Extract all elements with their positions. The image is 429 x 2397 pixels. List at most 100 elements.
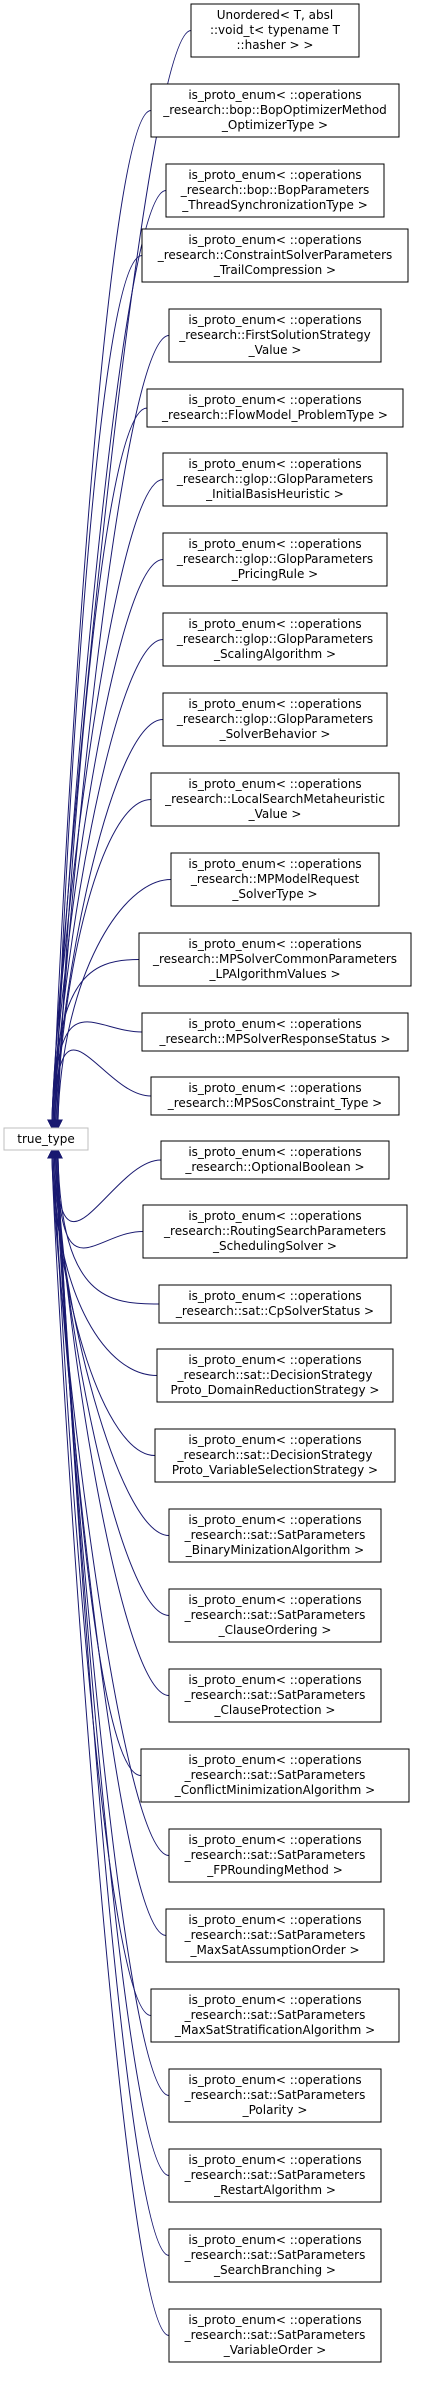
inheritance-edge bbox=[53, 1157, 152, 2016]
class-node-label-line: is_proto_enum< ::operations bbox=[188, 1017, 361, 1031]
class-node-label-line: _research::sat::SatParameters bbox=[184, 1848, 366, 1862]
class-node-label-line: is_proto_enum< ::operations bbox=[188, 617, 361, 631]
inheritance-edge bbox=[56, 1157, 144, 1249]
class-node-label-line: _research::sat::SatParameters bbox=[184, 2248, 366, 2262]
class-node[interactable]: is_proto_enum< ::operations_research::Ro… bbox=[142, 1204, 408, 1259]
class-node[interactable]: is_proto_enum< ::operations_research::sa… bbox=[158, 1284, 392, 1324]
class-node[interactable]: is_proto_enum< ::operations_research::sa… bbox=[168, 1588, 382, 1643]
class-node[interactable]: Unordered< T, absl::void_t< typename T::… bbox=[190, 3, 360, 58]
class-node[interactable]: is_proto_enum< ::operations_research::sa… bbox=[165, 1908, 385, 1963]
class-node-label-line: _research::sat::SatParameters bbox=[184, 2168, 366, 2182]
class-node-label-line: ::void_t< typename T bbox=[210, 23, 341, 37]
class-node-label-line: is_proto_enum< ::operations bbox=[188, 1433, 361, 1447]
class-node-box bbox=[150, 1076, 400, 1116]
class-node-label-line: _VariableOrder > bbox=[223, 2343, 327, 2357]
class-node[interactable]: is_proto_enum< ::operations_research::sa… bbox=[140, 1748, 410, 1803]
class-node[interactable]: is_proto_enum< ::operations_research::sa… bbox=[168, 1508, 382, 1563]
class-node[interactable]: is_proto_enum< ::operations_research::sa… bbox=[150, 1988, 400, 2043]
class-node-label-line: _research::glop::GlopParameters bbox=[176, 552, 373, 566]
class-node[interactable]: is_proto_enum< ::operations_research::MP… bbox=[138, 932, 412, 987]
inheritance-edge bbox=[56, 799, 152, 1121]
class-node[interactable]: is_proto_enum< ::operations_research::sa… bbox=[168, 1668, 382, 1723]
class-node[interactable]: is_proto_enum< ::operations_research::sa… bbox=[168, 1828, 382, 1883]
class-node-label-line: _research::sat::SatParameters bbox=[184, 1608, 366, 1622]
inheritance-edge bbox=[55, 1157, 170, 2096]
class-node-box bbox=[146, 388, 404, 428]
class-node-label-line: _research::sat::SatParameters bbox=[184, 2328, 366, 2342]
class-node-label-line: _ConflictMinimizationAlgorithm > bbox=[174, 1783, 375, 1797]
class-node[interactable]: is_proto_enum< ::operations_research::gl… bbox=[162, 612, 388, 667]
class-node-label-line: is_proto_enum< ::operations bbox=[188, 1833, 361, 1847]
class-node-label-line: _research::bop::BopOptimizerMethod bbox=[162, 103, 387, 117]
inheritance-edge bbox=[53, 1049, 152, 1121]
inheritance-edge bbox=[52, 110, 152, 1121]
class-node-label-line: is_proto_enum< ::operations bbox=[188, 697, 361, 711]
class-node-box bbox=[165, 1908, 385, 1963]
class-node-label-line: _BinaryMinizationAlgorithm > bbox=[185, 1543, 364, 1557]
class-node-label-line: is_proto_enum< ::operations bbox=[188, 777, 361, 791]
class-node-label-line: is_proto_enum< ::operations bbox=[188, 233, 361, 247]
class-node[interactable]: is_proto_enum< ::operations_research::sa… bbox=[168, 2308, 382, 2363]
inheritance-edge bbox=[52, 1021, 143, 1121]
class-node-label-line: _research::ConstraintSolverParameters bbox=[157, 248, 393, 262]
class-node-label-line: is_proto_enum< ::operations bbox=[188, 1913, 361, 1927]
class-node-box bbox=[141, 1012, 409, 1052]
inheritance-edge bbox=[53, 639, 164, 1121]
class-node[interactable]: is_proto_enum< ::operations_research::gl… bbox=[162, 452, 388, 507]
class-node-label-line: _research::RoutingSearchParameters bbox=[163, 1224, 386, 1238]
class-node[interactable]: is_proto_enum< ::operations_research::gl… bbox=[162, 692, 388, 747]
class-node[interactable]: is_proto_enum< ::operations_research::sa… bbox=[154, 1428, 396, 1483]
class-node[interactable]: is_proto_enum< ::operations_research::sa… bbox=[168, 2068, 382, 2123]
class-node-label-line: is_proto_enum< ::operations bbox=[188, 1353, 361, 1367]
class-node-label-line: is_proto_enum< ::operations bbox=[188, 2073, 361, 2087]
inheritance-edge bbox=[51, 959, 140, 1121]
class-node[interactable]: is_proto_enum< ::operations_research::Op… bbox=[160, 1140, 390, 1180]
inheritance-edge bbox=[51, 1157, 170, 2336]
class-node-box bbox=[150, 772, 400, 827]
class-node[interactable]: is_proto_enum< ::operations_research::MP… bbox=[141, 1012, 409, 1052]
class-node-box bbox=[168, 2308, 382, 2363]
class-node[interactable]: is_proto_enum< ::operations_research::bo… bbox=[150, 83, 400, 138]
root-node[interactable]: true_type bbox=[3, 1127, 89, 1151]
class-node-label-line: _research::glop::GlopParameters bbox=[176, 472, 373, 486]
class-node-box bbox=[141, 228, 409, 283]
class-node-box bbox=[168, 2068, 382, 2123]
class-node[interactable]: is_proto_enum< ::operations_research::Lo… bbox=[150, 772, 400, 827]
class-node-box bbox=[158, 1284, 392, 1324]
class-node[interactable]: is_proto_enum< ::operations_research::MP… bbox=[170, 852, 380, 907]
class-node[interactable]: is_proto_enum< ::operations_research::sa… bbox=[156, 1348, 394, 1403]
class-node-label-line: ::hasher > > bbox=[237, 38, 314, 52]
class-node[interactable]: is_proto_enum< ::operations_research::MP… bbox=[150, 1076, 400, 1116]
class-node-label-line: _LPAlgorithmValues > bbox=[209, 967, 341, 981]
class-node-label-line: Proto_DomainReductionStrategy > bbox=[171, 1383, 380, 1397]
class-node-label-line: is_proto_enum< ::operations bbox=[188, 2233, 361, 2247]
class-node-label-line: _ClauseOrdering > bbox=[218, 1623, 332, 1637]
inheritance-edge bbox=[56, 1157, 170, 1696]
class-node-box bbox=[162, 532, 388, 587]
class-node[interactable]: is_proto_enum< ::operations_research::Fi… bbox=[168, 308, 382, 363]
class-node-label-line: _research::sat::SatParameters bbox=[184, 1528, 366, 1542]
class-node-label-line: is_proto_enum< ::operations bbox=[188, 1209, 361, 1223]
class-node[interactable]: is_proto_enum< ::operations_research::Co… bbox=[141, 228, 409, 283]
class-node-label-line: _RestartAlgorithm > bbox=[213, 2183, 336, 2197]
class-node[interactable]: is_proto_enum< ::operations_research::sa… bbox=[168, 2228, 382, 2283]
class-node-box bbox=[168, 2228, 382, 2283]
class-node-label-line: is_proto_enum< ::operations bbox=[188, 1753, 361, 1767]
inheritance-edge bbox=[51, 479, 164, 1121]
class-node-label-line: _research::sat::CpSolverStatus > bbox=[175, 1304, 374, 1318]
class-node[interactable]: is_proto_enum< ::operations_research::gl… bbox=[162, 532, 388, 587]
class-node-label-line: _SolverType > bbox=[231, 887, 317, 901]
class-node-box bbox=[162, 452, 388, 507]
inheritance-edge bbox=[57, 879, 172, 1121]
class-node[interactable]: is_proto_enum< ::operations_research::sa… bbox=[168, 2148, 382, 2203]
inheritance-edge bbox=[57, 1157, 142, 1776]
class-node-label-line: _SearchBranching > bbox=[213, 2263, 336, 2277]
class-node-box bbox=[156, 1348, 394, 1403]
class-node-label-line: is_proto_enum< ::operations bbox=[188, 88, 361, 102]
class-node-label-line: _research::OptionalBoolean > bbox=[184, 1160, 364, 1174]
class-node-label-line: _Value > bbox=[248, 343, 302, 357]
class-node[interactable]: is_proto_enum< ::operations_research::bo… bbox=[165, 163, 385, 218]
class-node-label-line: _research::LocalSearchMetaheuristic bbox=[164, 792, 385, 806]
class-node[interactable]: is_proto_enum< ::operations_research::Fl… bbox=[146, 388, 404, 428]
